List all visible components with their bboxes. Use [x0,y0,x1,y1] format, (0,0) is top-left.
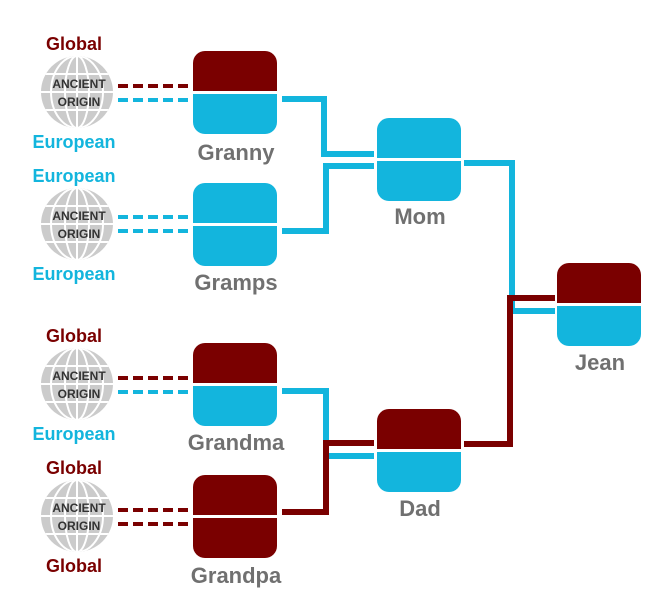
globe-text-line2: ORIGIN [58,95,101,109]
grandma-box [193,343,277,426]
grandpa-box-bottom-half [193,516,277,558]
gramps-box [193,183,277,266]
grandma-to-dad-line [282,388,374,459]
globe-icon [41,56,113,128]
grandma-box-top-half [193,343,277,385]
grandpa-globe: ANCIENT ORIGIN [41,480,113,552]
jean-label: Jean [575,350,625,375]
globe-icon [41,480,113,552]
dad-label: Dad [399,496,441,521]
mom-label: Mom [394,204,445,229]
person-boxes [193,51,641,558]
grandpa-bottom-origin-label: Global [46,556,102,576]
jean-box [557,263,641,346]
jean-box-bottom-half [557,304,641,346]
globe-icon [41,348,113,420]
granny-box [193,51,277,134]
gramps-bottom-origin-label: European [32,264,115,284]
globe-icon [41,188,113,260]
dad-box-bottom-half [377,450,461,492]
gramps-label: Gramps [194,270,277,295]
globe-text-line2: ORIGIN [58,387,101,401]
grandpa-to-dad-line [282,440,374,515]
connectors [118,84,555,526]
gramps-globe: ANCIENT ORIGIN [41,188,113,260]
globe-text-line1: ANCIENT [52,77,106,91]
gramps-top-origin-label: European [32,166,115,186]
globe-text-line1: ANCIENT [52,209,106,223]
granny-to-mom-line [282,96,374,157]
mom-box-top-half [377,118,461,160]
gramps-box-top-half [193,183,277,225]
grandpa-box-top-half [193,475,277,517]
mom-to-jean-line [464,160,555,314]
grandma-globe: ANCIENT ORIGIN [41,348,113,420]
granny-box-bottom-half [193,92,277,134]
jean-box-top-half [557,263,641,305]
dad-box [377,409,461,492]
gramps-box-bottom-half [193,224,277,266]
grandpa-label: Grandpa [191,563,282,588]
grandma-box-bottom-half [193,384,277,426]
gramps-to-mom-line [282,163,374,234]
granny-bottom-origin-label: European [32,132,115,152]
grandma-bottom-origin-label: European [32,424,115,444]
granny-top-origin-label: Global [46,34,102,54]
dad-to-jean-line [464,295,555,447]
grandpa-top-origin-label: Global [46,458,102,478]
dad-box-top-half [377,409,461,451]
mom-box-bottom-half [377,159,461,201]
granny-label: Granny [197,140,275,165]
globe-text-line1: ANCIENT [52,369,106,383]
globe-text-line1: ANCIENT [52,501,106,515]
granny-globe: ANCIENT ORIGIN [41,56,113,128]
granny-box-top-half [193,51,277,93]
mom-box [377,118,461,201]
globe-text-line2: ORIGIN [58,519,101,533]
globe-text-line2: ORIGIN [58,227,101,241]
grandpa-box [193,475,277,558]
grandma-top-origin-label: Global [46,326,102,346]
grandma-label: Grandma [188,430,285,455]
